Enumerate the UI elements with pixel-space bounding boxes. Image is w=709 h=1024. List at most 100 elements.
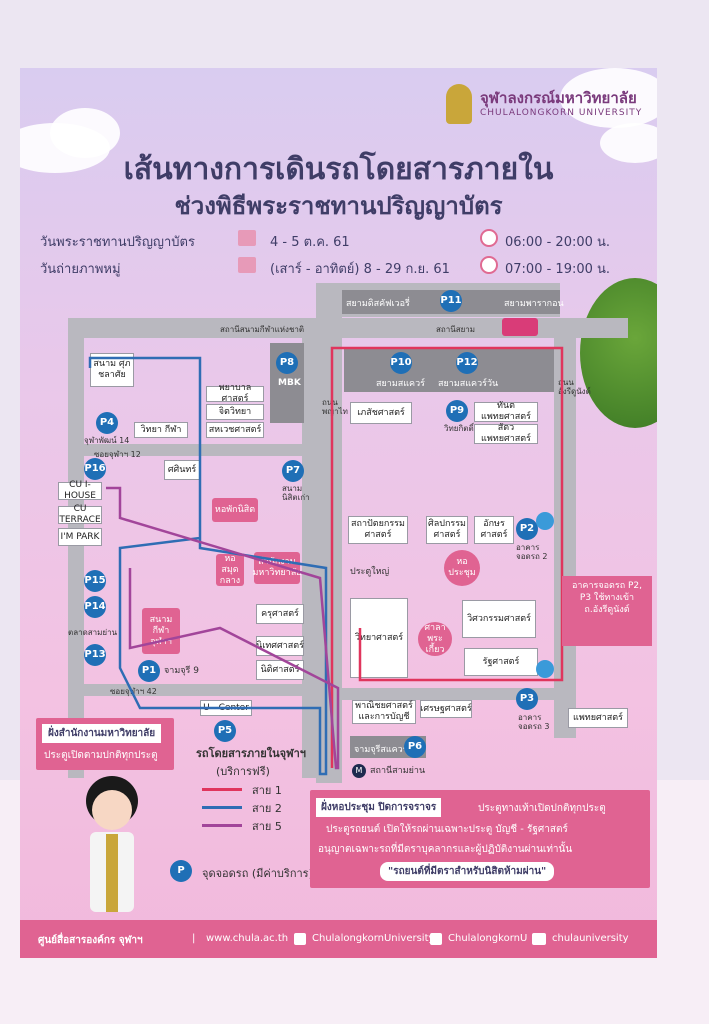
bus-legend-subtitle: (บริการฟรี) [216,765,270,778]
office-callout: ฝั่งสำนักงานมหาวิทยาลัย ประตูเปิดตามปกติ… [36,718,174,770]
building-allied-health: สหเวชศาสตร์ [206,422,264,438]
poster-footer: ศูนย์สื่อสารองค์กร จุฬาฯ | www.chula.ac.… [20,920,657,958]
legend-label-5: สาย 5 [252,820,282,833]
footer-website[interactable]: www.chula.ac.th [206,933,289,944]
legend-label-2: สาย 2 [252,802,282,815]
mrt-icon: M [352,764,366,778]
parking-p9: P9 [446,400,468,422]
bus-routes [88,346,564,776]
bus-legend-title: รถโดยสารภายในจุฬาฯ [196,747,306,760]
soi12-label: ซอยจุฬาฯ 12 [94,450,141,459]
road-inner-left [302,338,316,778]
twitter-icon [430,933,442,945]
chula-seal-icon [446,84,472,124]
mbk-label: MBK [278,378,301,388]
footer-twitter[interactable]: ChulalongkornU [448,933,528,944]
schedule-label-2: วันถ่ายภาพหมู่ [40,262,121,277]
office-callout-title: ฝั่งสำนักงานมหาวิทยาลัย [42,724,162,743]
building-arts: ศิลปกรรม ศาสตร์ [426,516,468,544]
route-line-2 [88,356,328,776]
legend-swatch-2 [202,806,242,809]
footer-facebook[interactable]: ChulalongkornUniversity [312,933,435,944]
road-soi42 [84,684,316,696]
samyan-market-label: ตลาดสามย่าน [68,628,118,637]
parking-p7: P7 [282,460,304,482]
p12-label: สยามสแควร์วัน [438,379,499,389]
cloud-right [560,68,657,128]
graduate-character-illustration [76,776,146,916]
siam-square-block [344,348,554,392]
footer-youtube[interactable]: chulauniversity [552,933,629,944]
parking-p4: P4 [96,412,118,434]
auditorium-callout-line1: ประตูทางเท้าเปิดปกติทุกประตู [478,803,606,814]
cloud-right-2 [600,123,657,163]
parking-p10: P10 [390,352,412,374]
road-rama1 [68,318,628,338]
building-engineering: วิศวกรรมศาสตร์ [462,600,536,638]
route-poster: จุฬาลงกรณ์มหาวิทยาลัย CHULALONGKORN UNIV… [20,68,657,958]
building-vet-science: สัตวแพทยศาสตร์ [474,423,538,444]
building-political-science: รัฐศาสตร์ [464,648,538,676]
building-library: หอสมุด กลาง [216,554,244,586]
p4-label: จุฬาพัฒน์ 14 [84,436,130,445]
parking-legend-label: จุดจอดรถ (มีค่าบริการ) [202,867,313,880]
building-dentistry: ทันตแพทยศาสตร์ [474,401,538,422]
auditorium-callout-title: ฝั่งหอประชุม ปิดการจราจร [316,798,442,817]
building-commerce: พาณิชยศาสตร์ และการบัญชี [352,700,416,724]
poster-title: เส้นทางการเดินรถโดยสารภายใน [123,152,554,187]
university-name-en: CHULALONGKORN UNIVERSITY [480,108,643,118]
building-cu-ihouse: CU I-HOUSE [58,480,102,501]
parking-legend-icon: P [170,860,192,882]
siam-station-label: สถานีสยาม [436,325,476,334]
parking-p2: P2 [516,518,538,540]
auditorium-callout-line3: อนุญาตเฉพาะรถที่มีตราบุคลากรและผู้ปฏิบัต… [318,844,573,855]
route-line-5 [106,486,340,770]
schedule-time-2: 07:00 - 19:00 น. [505,262,611,277]
parking-p13: P13 [84,644,106,666]
building-im-park: I'M PARK [58,528,102,546]
cloud-left-2 [50,108,120,158]
route-line-1 [330,346,564,768]
bts-train-icon [502,318,538,336]
legend-swatch-1 [202,788,242,791]
parking-p3: P3 [516,688,538,710]
parking-p8: P8 [276,352,298,374]
clock-icon [480,256,498,274]
office-callout-text: ประตูเปิดตามปกติทุกประตู [44,750,158,761]
road-left-edge [68,318,84,778]
auditorium-callout-line4: "รถยนต์ที่มีตราสำหรับนิสิตห้ามผ่าน" [380,862,555,881]
calendar-icon [238,257,256,273]
parking-p15: P15 [84,570,106,592]
p3-label: อาคาร จอดรถ 3 [518,713,550,731]
soi42-label: ซอยจุฬาฯ 42 [110,687,157,696]
p7-label: สนาม นิสิตเก่า [282,484,310,502]
building-auditorium: หอประชุม [444,550,480,586]
calendar-icon [238,230,256,246]
parking-p16: P16 [84,458,106,480]
p10-label: สยามสแควร์ [376,379,425,389]
building-sports-science: วิทยา กีฬา [134,422,188,438]
car-icon [536,660,554,678]
schedule-time-1: 06:00 - 20:00 น. [505,235,611,250]
poster-subtitle: ช่วงพิธีพระราชทานปริญญาบัตร [174,192,503,220]
national-stadium-station-label: สถานีสนามกีฬาแห่งชาติ [220,325,305,334]
building-architecture: สถาปัตยกรรม ศาสตร์ [348,516,408,544]
p2-label: อาคาร จอดรถ 2 [516,543,548,561]
footer-separator: | [192,933,196,944]
parking-p14: P14 [84,596,106,618]
main-gate-label: ประตูใหญ่ [350,567,390,577]
samyan-station-label: สถานีสามย่าน [370,766,426,776]
parking-p11: P11 [440,290,462,312]
legend-label-1: สาย 1 [252,784,282,797]
building-medicine: แพทยศาสตร์ [568,708,628,728]
schedule-date-2: (เสาร์ - อาทิตย์) 8 - 29 ก.ย. 61 [270,262,450,277]
building-education: ครุศาสตร์ [256,604,304,624]
auditorium-callout: ฝั่งหอประชุม ปิดการจราจร ประตูทางเท้าเปิ… [310,790,650,888]
auditorium-callout-line2: ประตูรถยนต์ เปิดให้รถผ่านเฉพาะประตู บัญช… [326,824,568,835]
university-name-th: จุฬาลงกรณ์มหาวิทยาลัย [480,89,637,107]
schedule-date-1: 4 - 5 ต.ค. 61 [270,235,350,250]
building-dormitory: หอพักนิสิต [212,498,258,522]
youtube-icon [532,933,546,945]
parking-p5: P5 [214,720,236,742]
schedule-label-1: วันพระราชทานปริญญาบัตร [40,235,195,250]
